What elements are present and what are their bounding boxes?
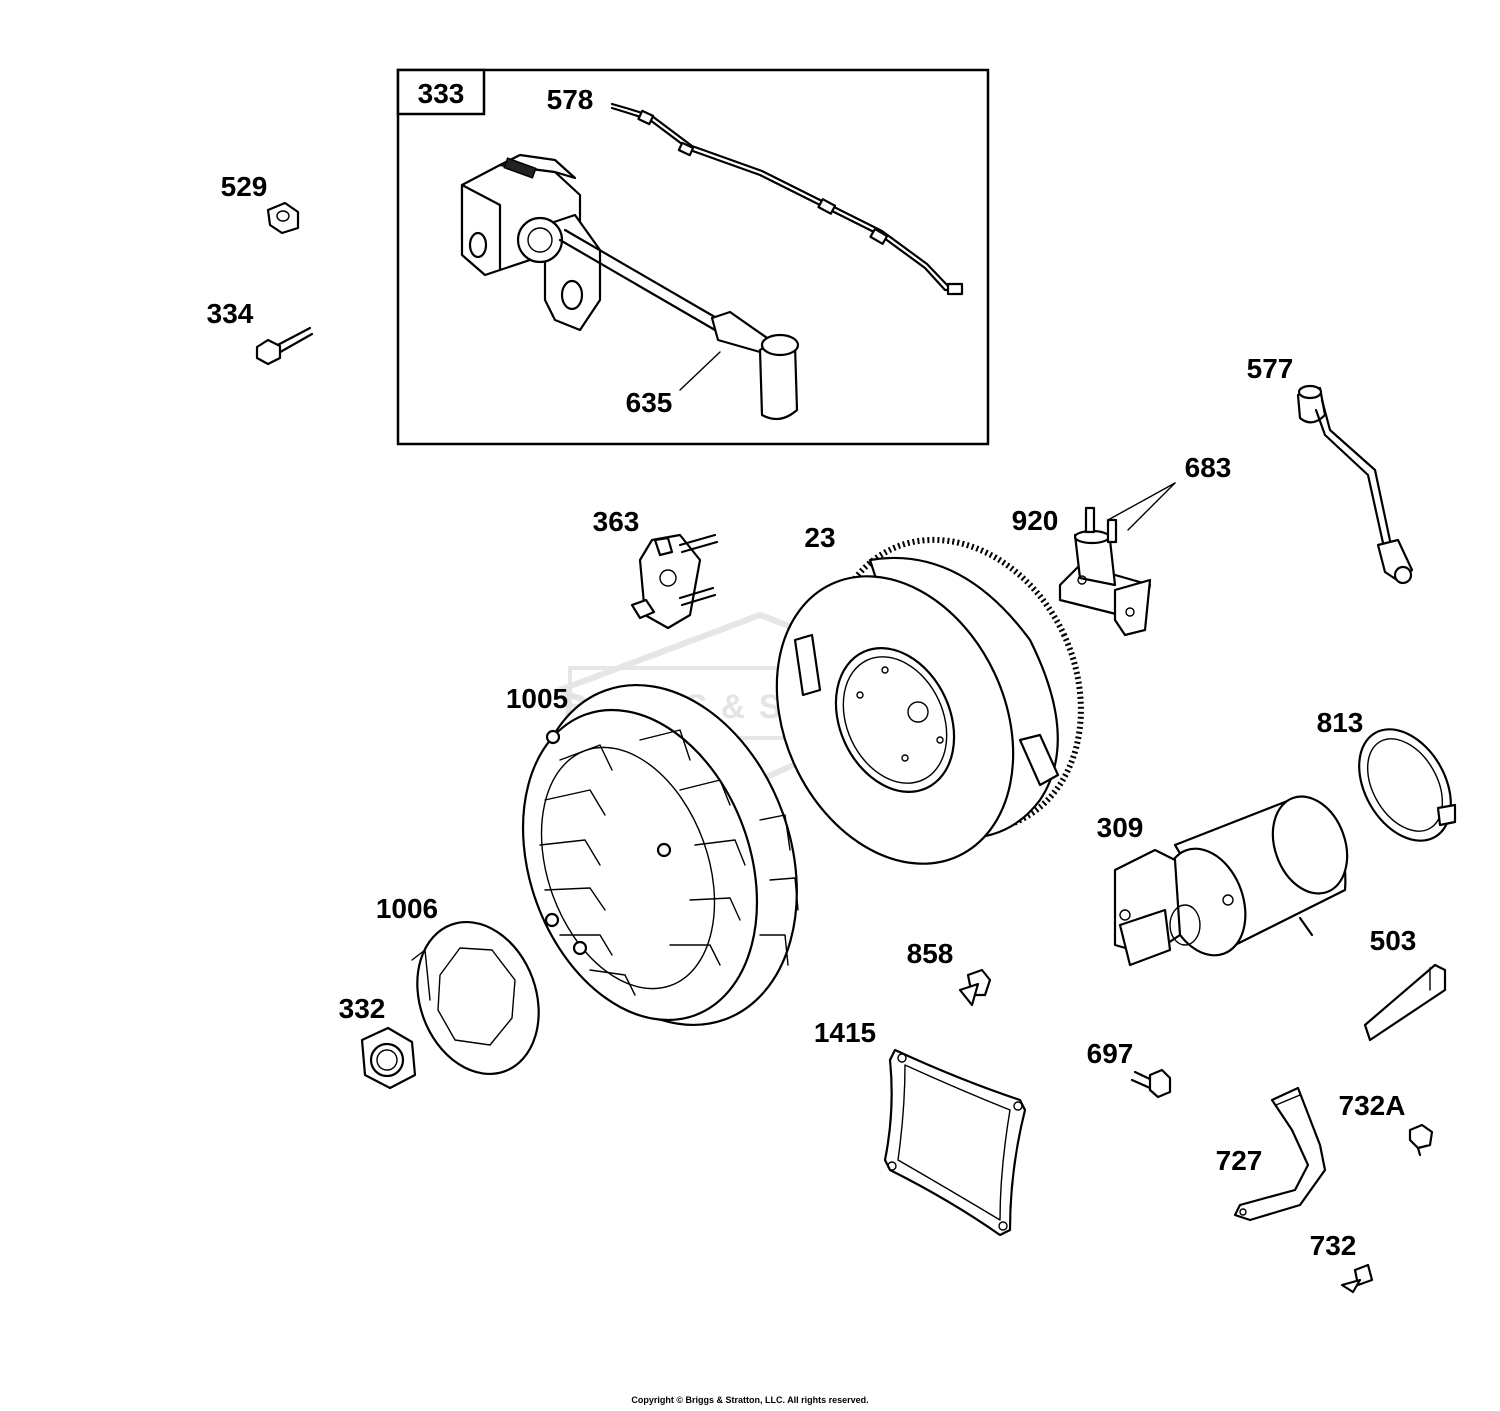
callout-732A: 732A — [1339, 1090, 1406, 1121]
part-813-clamp: 813 — [1317, 707, 1457, 842]
callout-1415: 1415 — [814, 1017, 876, 1048]
callout-732: 732 — [1310, 1230, 1357, 1261]
part-1005-fan: 1005 — [506, 683, 799, 1027]
part-858-screw: 858 — [907, 938, 992, 1007]
callout-332: 332 — [339, 993, 386, 1024]
part-732A-screw: 732A — [1339, 1090, 1434, 1157]
part-697-bolt: 697 — [1087, 1038, 1172, 1099]
part-armature: 635 — [460, 153, 800, 421]
copyright-footer: Copyright © Briggs & Stratton, LLC. All … — [631, 1395, 869, 1405]
part-727-bracket: 727 — [1216, 1086, 1327, 1222]
callout-1005: 1005 — [506, 683, 568, 714]
callout-920: 920 — [1012, 505, 1059, 536]
callout-813: 813 — [1317, 707, 1364, 738]
part-1006-screen: 1006 — [376, 893, 540, 1076]
part-23-flywheel: 23 — [775, 522, 1084, 865]
callout-309: 309 — [1097, 812, 1144, 843]
callout-363: 363 — [593, 506, 640, 537]
callout-578: 578 — [547, 84, 594, 115]
part-503-strip: 503 — [1363, 925, 1447, 1042]
part-334-bolt: 334 — [207, 298, 314, 366]
callout-697: 697 — [1087, 1038, 1134, 1069]
callout-683: 683 — [1185, 452, 1232, 483]
armature-group-box: 333 — [396, 68, 990, 446]
callout-1006: 1006 — [376, 893, 438, 924]
callout-727: 727 — [1216, 1145, 1263, 1176]
callout-334: 334 — [207, 298, 254, 329]
part-732-screw: 732 — [1310, 1230, 1374, 1294]
part-529-grommet: 529 — [221, 171, 300, 235]
callout-529: 529 — [221, 171, 268, 202]
callout-577: 577 — [1247, 353, 1294, 384]
callout-503: 503 — [1370, 925, 1417, 956]
part-332-nut: 332 — [339, 993, 417, 1090]
callout-635: 635 — [626, 387, 673, 418]
callout-23: 23 — [804, 522, 835, 553]
part-578-ground-wire — [610, 102, 964, 296]
callout-858: 858 — [907, 938, 954, 969]
part-920-solenoid: 920 683 — [1012, 452, 1232, 637]
part-1415-gasket: 1415 — [814, 1017, 1027, 1237]
part-309-starter: 309 — [1097, 795, 1349, 967]
part-577-spark-plug-boot: 577 — [1247, 353, 1414, 585]
callout-333: 333 — [418, 78, 465, 109]
part-363-bracket: 363 — [593, 506, 719, 630]
